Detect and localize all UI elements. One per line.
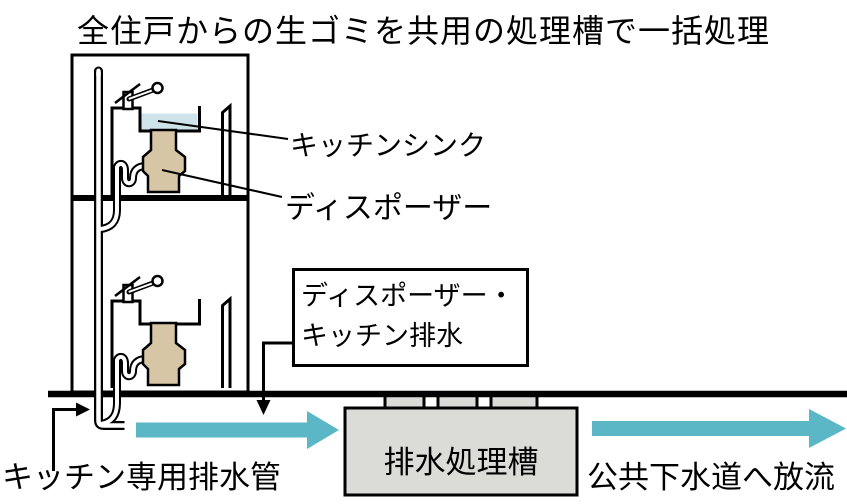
faucet-knob-lower	[151, 274, 164, 288]
flow-arrow-to-tank	[136, 411, 339, 449]
pipe-label-leader-line	[52, 408, 76, 471]
kitchen-unit-lower	[110, 274, 232, 388]
faucet-lever-upper	[114, 83, 141, 104]
diagram-title: 全住戸からの生ゴミを共用の処理槽で一括処理	[76, 13, 770, 49]
drain-box-leader-line	[262, 341, 292, 401]
drain-water-callout-box: ディスポーザー・ キッチン排水	[292, 268, 529, 367]
kitchen-drain-pipe-label: キッチン専用排水管	[2, 460, 281, 495]
sink-leader-line	[157, 120, 289, 140]
kitchen-sink-label: キッチンシンク	[290, 130, 487, 161]
drain-box-line1: ディスポーザー・	[301, 281, 515, 311]
faucet-knob-upper	[151, 81, 164, 95]
flow-arrow-body	[136, 422, 307, 438]
flow-arrowhead-icon	[307, 411, 339, 449]
sink-cabinet-lower	[110, 299, 201, 388]
faucet-spout-inner-lower	[128, 282, 154, 293]
drain-box-arrowhead-icon	[256, 400, 271, 415]
stack-pipe	[96, 72, 126, 428]
pipe-label-arrowhead-icon	[76, 402, 90, 417]
tank-body	[343, 406, 579, 497]
faucet-spout-inner-upper	[128, 89, 154, 100]
cabinet-panel-upper	[221, 102, 232, 195]
treatment-tank-label: 排水処理槽	[383, 445, 539, 480]
faucet-lever-lower	[114, 276, 141, 297]
disposer-label: ディスポーザー	[285, 192, 493, 225]
sink-trap-pipe-upper	[99, 161, 147, 231]
disposer-unit-lower	[141, 321, 187, 387]
flow-arrowhead-icon	[809, 409, 846, 448]
disposer-leader-line	[161, 169, 283, 198]
flow-arrow-body	[592, 421, 809, 436]
public-sewer-label: 公共下水道へ放流	[587, 460, 835, 495]
disposer-unit-upper	[141, 128, 187, 194]
drain-pipes	[94, 66, 147, 430]
flow-arrow-to-sewer	[592, 409, 846, 448]
cabinet-panel-lower	[221, 295, 232, 388]
sink-trap-pipe-lower	[100, 354, 147, 426]
drain-box-line2: キッチン排水	[301, 321, 463, 351]
